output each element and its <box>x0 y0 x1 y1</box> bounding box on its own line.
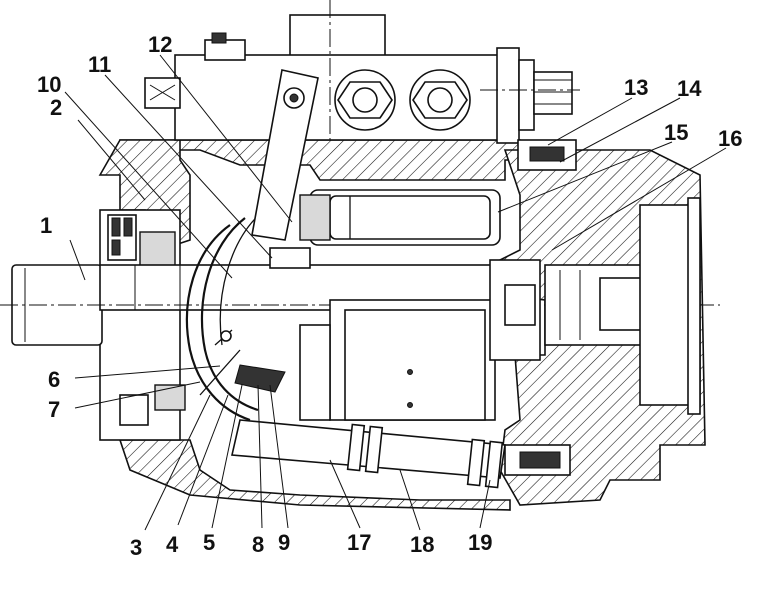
cylinder-block <box>299 259 541 421</box>
callout-15: 15 <box>664 120 688 145</box>
callout-10: 10 <box>37 72 61 97</box>
callout-7: 7 <box>48 397 60 422</box>
callout-2: 2 <box>50 95 62 120</box>
shaft-seal-assembly <box>99 209 186 441</box>
callout-6: 6 <box>48 367 60 392</box>
callout-18: 18 <box>410 532 434 557</box>
end-cover <box>544 197 701 415</box>
leader-lines <box>64 54 727 531</box>
callout-5: 5 <box>203 530 215 555</box>
callout-4: 4 <box>166 532 179 557</box>
callout-9: 9 <box>278 530 290 555</box>
callout-12: 12 <box>148 32 172 57</box>
callout-11: 11 <box>88 52 111 77</box>
callout-19: 19 <box>468 530 492 555</box>
callout-14: 14 <box>677 76 702 101</box>
callout-16: 16 <box>718 126 742 151</box>
callout-3: 3 <box>130 535 142 560</box>
callout-8: 8 <box>252 532 264 557</box>
control-valve-block <box>144 0 580 144</box>
callout-1: 1 <box>40 213 52 238</box>
callout-13: 13 <box>624 75 648 100</box>
swash-plate-cradle <box>185 211 311 422</box>
drive-shaft <box>0 264 720 346</box>
callout-17: 17 <box>347 530 371 555</box>
lower-servo-piston <box>199 329 571 489</box>
control-lever <box>251 69 319 241</box>
upper-servo-piston <box>299 139 577 246</box>
callout-labels: 1 2 3 4 5 6 7 8 9 10 11 12 13 14 15 16 1… <box>37 32 742 560</box>
